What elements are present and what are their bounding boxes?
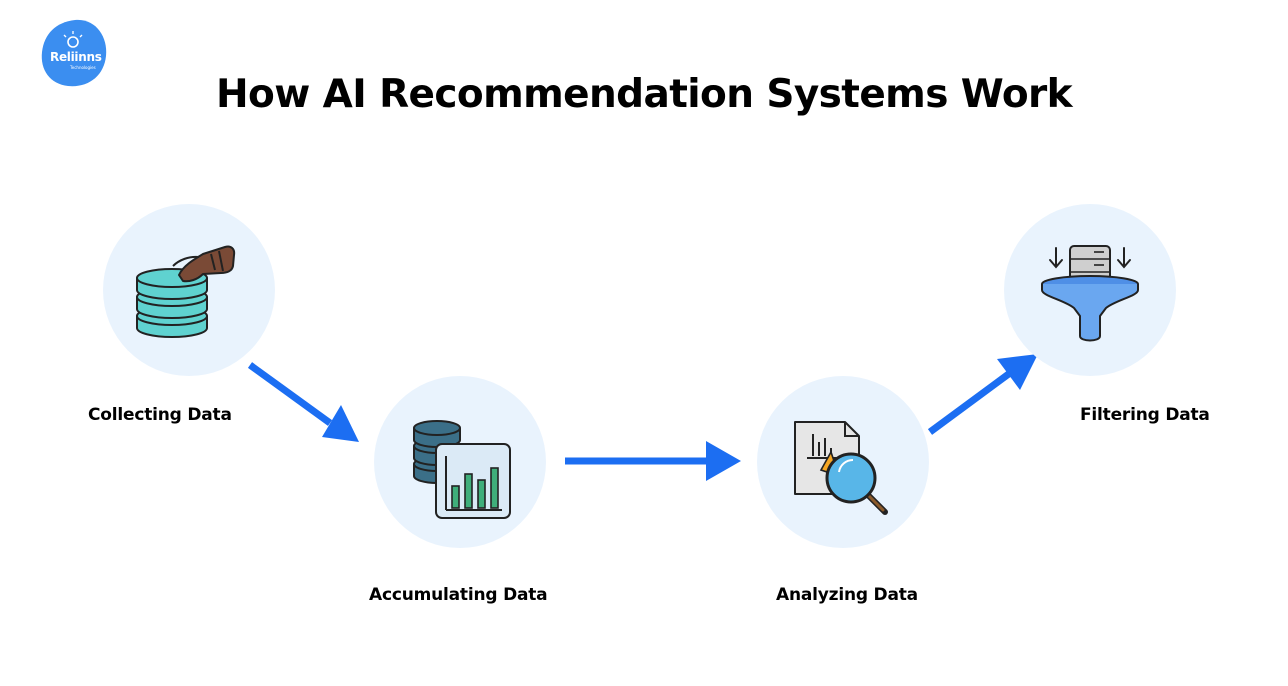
step-accumulating-circle	[374, 376, 546, 548]
funnel-server-icon	[1041, 245, 1139, 342]
step-label-analyzing: Analyzing Data	[776, 585, 918, 605]
step-filtering-circle	[1004, 204, 1176, 376]
step-label-collecting: Collecting Data	[88, 405, 232, 425]
logo-wordmark: Reliinns	[50, 50, 102, 64]
step-label-filtering: Filtering Data	[1080, 405, 1210, 425]
document-magnifier-icon	[794, 421, 888, 515]
page-title: How AI Recommendation Systems Work	[215, 72, 1073, 117]
step-collecting-circle	[103, 204, 275, 376]
company-logo	[40, 18, 110, 88]
step-analyzing-circle	[757, 376, 929, 548]
arrow-collect-to-accumulate	[247, 362, 359, 442]
arrow-accumulate-to-analyze	[565, 441, 741, 481]
arrow-analyze-to-filter	[927, 354, 1038, 435]
logo-subtitle: Technologies	[70, 65, 96, 70]
step-label-accumulating: Accumulating Data	[369, 585, 548, 605]
database-hand-icon	[136, 245, 236, 338]
database-chart-icon	[413, 420, 511, 519]
